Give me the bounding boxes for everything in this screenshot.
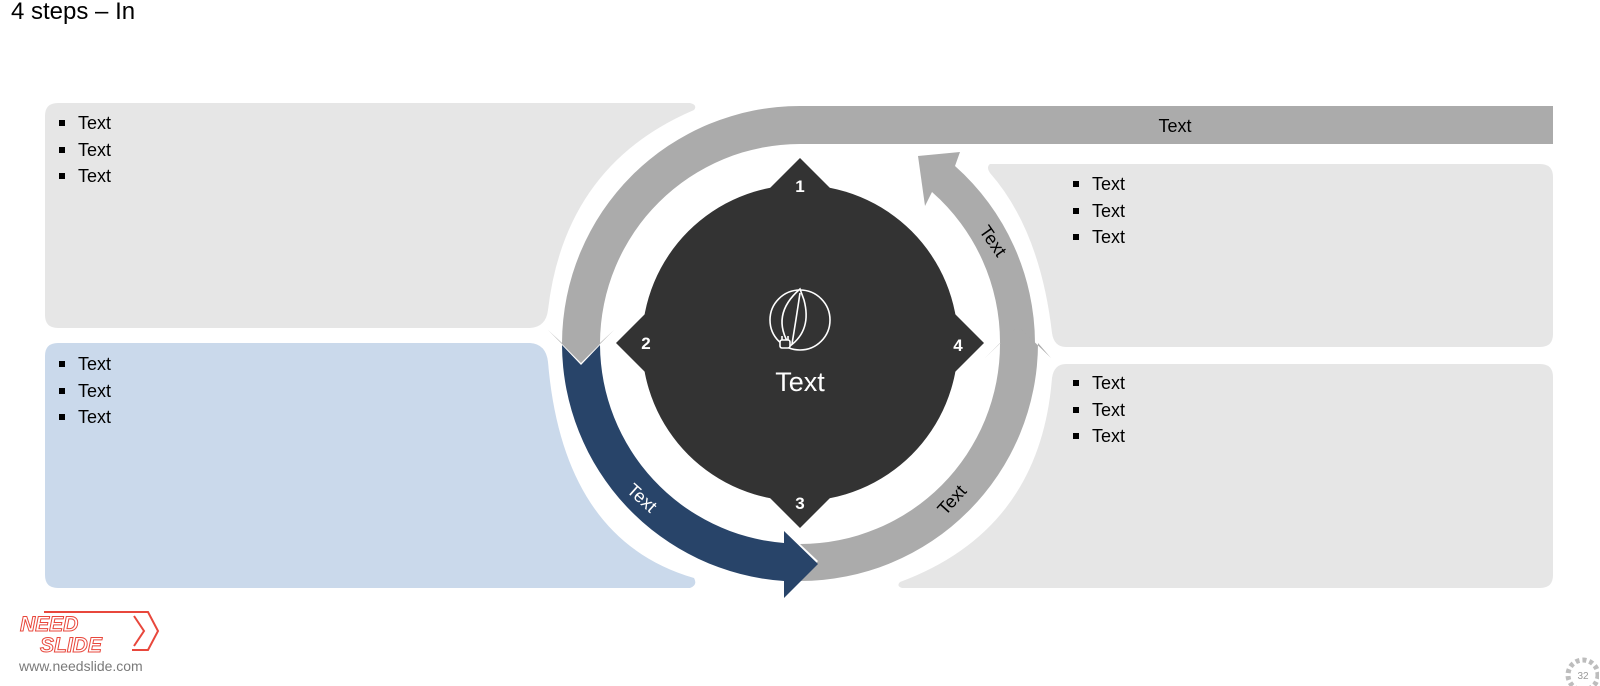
arrow-top-banner-label: Text xyxy=(1158,116,1191,136)
step-marker-1 xyxy=(770,158,830,188)
step-marker-2 xyxy=(616,313,646,373)
panel-top-left-list: Text Text Text xyxy=(59,110,111,190)
step-number-2: 2 xyxy=(641,334,650,353)
center-disk xyxy=(616,158,984,528)
list-item: Text xyxy=(1073,370,1125,397)
page-number-badge: 32 xyxy=(1565,657,1599,686)
panel-bottom-left-list: Text Text Text xyxy=(59,351,111,431)
panel-bottom-right xyxy=(898,364,1553,588)
arrow-top-banner xyxy=(548,105,1553,363)
website-url: www.needslide.com xyxy=(19,658,143,674)
panel-top-right xyxy=(988,164,1553,347)
list-item: Text xyxy=(59,163,111,190)
arrow-right-upper xyxy=(918,152,1035,343)
step-number-3: 3 xyxy=(795,494,804,513)
logo-line-2: SLIDE xyxy=(40,634,103,656)
list-item: Text xyxy=(59,404,111,431)
list-item: Text xyxy=(59,378,111,405)
list-item: Text xyxy=(1073,397,1125,424)
leaf-plug-icon xyxy=(769,287,831,351)
step-number-4: 4 xyxy=(953,336,963,355)
needslide-logo: NEED SLIDE xyxy=(20,611,160,656)
list-item: Text xyxy=(1073,224,1125,251)
slide-title: 4 steps – In xyxy=(11,0,136,25)
page-number: 32 xyxy=(1577,671,1589,682)
panel-top-right-list: Text Text Text xyxy=(1073,171,1125,251)
step-marker-4 xyxy=(954,313,984,373)
arrow-bottom-left-active xyxy=(562,345,818,598)
panel-top-left xyxy=(45,103,696,328)
list-item: Text xyxy=(59,110,111,137)
list-item: Text xyxy=(1073,423,1125,450)
panel-bottom-left xyxy=(45,343,696,588)
list-item: Text xyxy=(1073,198,1125,225)
logo-line-1: NEED xyxy=(20,613,78,636)
list-item: Text xyxy=(59,351,111,378)
center-label: Text xyxy=(775,367,825,397)
list-item: Text xyxy=(59,137,111,164)
panel-bottom-right-list: Text Text Text xyxy=(1073,370,1125,450)
arrow-right-lower xyxy=(800,326,1051,581)
list-item: Text xyxy=(1073,171,1125,198)
step-number-1: 1 xyxy=(795,177,804,196)
step-marker-3 xyxy=(770,498,830,528)
